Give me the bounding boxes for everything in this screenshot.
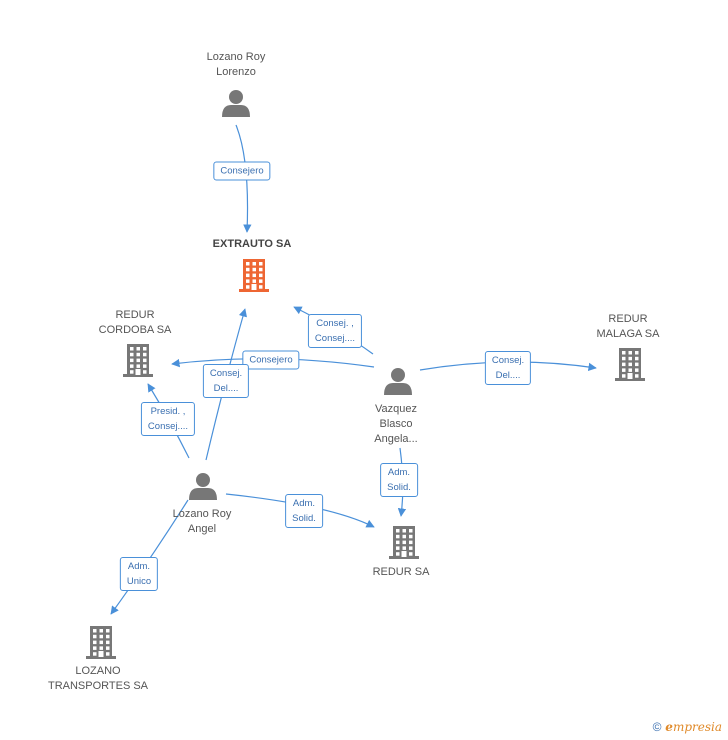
node-label-line: Angel (187, 523, 217, 535)
brand-footer: © empresia (653, 720, 722, 734)
edge-label[interactable]: Consej. , Consej.... (307, 314, 363, 348)
node-label-line: Lozano Roy (172, 508, 232, 520)
node-label-line: Lorenzo (216, 66, 256, 78)
edge-label[interactable]: Presid. , Consej.... (140, 402, 196, 436)
node-label-extrauto[interactable]: EXTRAUTO SA (213, 237, 292, 252)
node-label-line: Vazquez (374, 403, 417, 415)
edge-label-line: Presid. , (150, 406, 186, 417)
node-label-line: REDUR SA (372, 566, 430, 578)
building-icon[interactable] (239, 259, 269, 292)
node-label-line: Lozano Roy (206, 51, 266, 63)
edge-label[interactable]: Consejero (242, 350, 300, 370)
edge-label[interactable]: Consej. Del.... (484, 351, 532, 385)
edge-label-line: Consej. , (316, 318, 354, 329)
edge-label-line: Unico (126, 576, 152, 587)
node-label-redur[interactable]: REDUR SA (373, 565, 430, 580)
edge-label-line: Del.... (495, 370, 521, 381)
edge-label-line: Solid. (292, 513, 316, 524)
node-label-line: REDUR (115, 309, 155, 321)
building-icon[interactable] (389, 526, 419, 559)
node-label-line: LOZANO (75, 665, 121, 677)
edge-label-line: Del.... (213, 383, 239, 394)
brand-name: mpresia (672, 720, 722, 734)
node-label-redur-malaga[interactable]: REDUR MALAGA SA (597, 312, 660, 342)
copyright-symbol: © (652, 720, 662, 734)
edge-label-line: Consej. (491, 355, 525, 366)
edge-label-line: Solid. (387, 482, 411, 493)
node-label-line: CORDOBA SA (98, 324, 172, 336)
edge-label[interactable]: Adm. Solid. (380, 463, 418, 497)
node-label-line: Blasco (379, 418, 413, 430)
node-label-redur-cordoba[interactable]: REDUR CORDOBA SA (99, 308, 172, 338)
person-icon[interactable] (384, 368, 412, 395)
person-icon[interactable] (189, 473, 217, 500)
building-icon[interactable] (615, 348, 645, 381)
node-label-line: TRANSPORTES SA (47, 680, 149, 692)
edge-label[interactable]: Consejero (213, 161, 271, 181)
node-label-line: REDUR (608, 313, 648, 325)
edge-label-line: Consej. (209, 368, 243, 379)
edge-label[interactable]: Consej. Del.... (202, 364, 250, 398)
edge-label-line: Adm. (292, 498, 316, 509)
building-icon[interactable] (86, 626, 116, 659)
edge-label-line: Consejero (220, 165, 264, 177)
edge-label-line: Consej.... (147, 421, 189, 432)
edge-label-line: Consej.... (314, 333, 356, 344)
building-icon[interactable] (123, 344, 153, 377)
edge-label[interactable]: Adm. Unico (119, 557, 159, 591)
person-icon[interactable] (222, 90, 250, 117)
node-label-lozano-transportes[interactable]: LOZANO TRANSPORTES SA (48, 664, 148, 694)
node-label-line: MALAGA SA (596, 328, 660, 340)
brand-initial: e (665, 720, 673, 734)
edge-label-line: Adm. (387, 467, 411, 478)
node-label-line: Angela... (374, 433, 418, 445)
node-label-line: EXTRAUTO SA (212, 238, 292, 250)
edge-label-line: Consejero (249, 354, 293, 366)
edge-label[interactable]: Adm. Solid. (285, 494, 323, 528)
edge-label-line: Adm. (127, 561, 151, 572)
